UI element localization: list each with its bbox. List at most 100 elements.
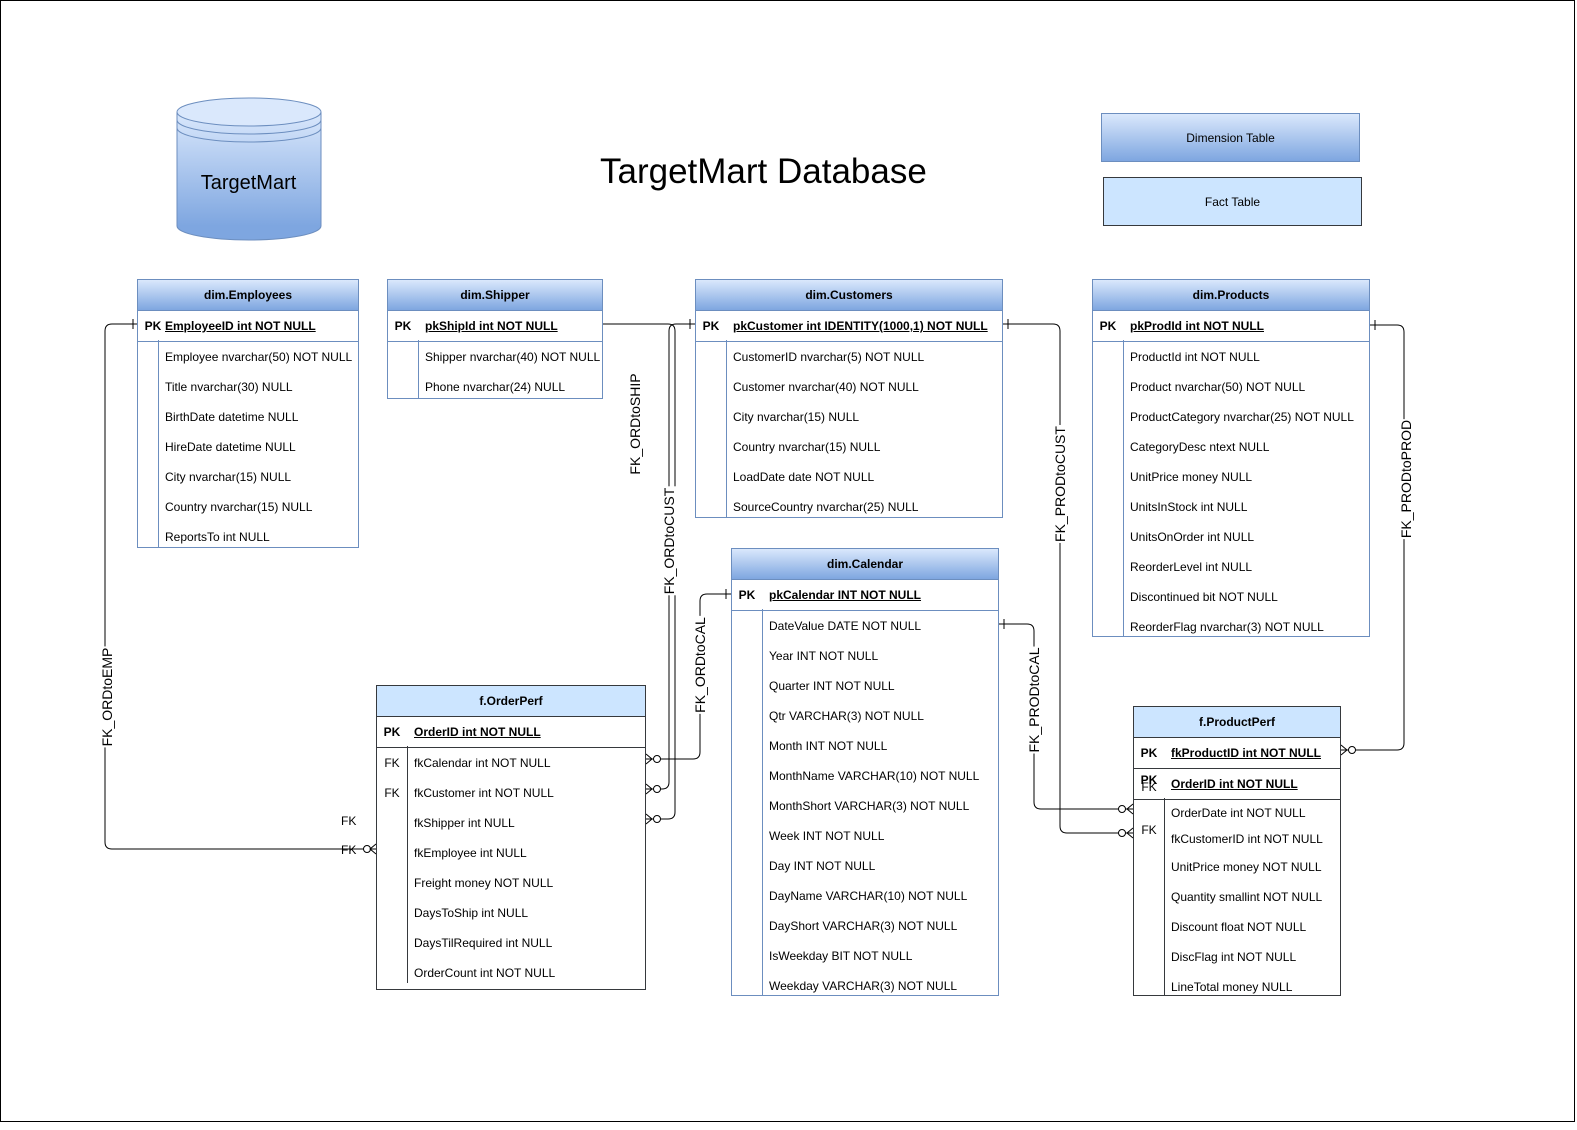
field: Week INT NOT NULL: [769, 829, 885, 843]
field: Country nvarchar(15) NULL: [733, 440, 881, 454]
field-row: Week INT NOT NULL: [732, 821, 998, 851]
outer-fk-label: FK: [341, 814, 357, 828]
table-dim-shipper[interactable]: dim.Shipper PK pkShipId int NOT NULL Shi…: [387, 279, 603, 399]
table-dim-calendar[interactable]: dim.Calendar PK pkCalendar INT NOT NULL …: [731, 548, 999, 996]
rel-label-prod-to-cal: FK_PRODtoCAL: [1026, 646, 1042, 754]
pk-field: pkCustomer int IDENTITY(1000,1) NOT NULL: [733, 319, 988, 333]
field: MonthName VARCHAR(10) NOT NULL: [769, 769, 980, 783]
field: UnitPrice money NOT NULL: [1171, 860, 1322, 874]
field: Title nvarchar(30) NULL: [165, 380, 293, 394]
field: MonthShort VARCHAR(3) NOT NULL: [769, 799, 970, 813]
field: City nvarchar(15) NULL: [165, 470, 292, 484]
field: Phone nvarchar(24) NULL: [425, 380, 566, 394]
field-row: LineTotal money NULL: [1134, 972, 1340, 1002]
field-row: fkEmployee int NULL: [377, 838, 645, 868]
field-row: Employee nvarchar(50) NOT NULL: [138, 342, 358, 372]
field: Customer nvarchar(40) NOT NULL: [733, 380, 919, 394]
line-prod-to-cust: [1003, 323, 1133, 834]
key-column-divider: [762, 609, 763, 995]
field: CustomerID nvarchar(5) NOT NULL: [733, 350, 925, 364]
field-row: Discontinued bit NOT NULL: [1093, 582, 1369, 612]
field-row: Title nvarchar(30) NULL: [138, 372, 358, 402]
field-row: OrderDate int NOT NULL: [1134, 800, 1340, 826]
field-row: Shipper nvarchar(40) NOT NULL: [388, 342, 602, 372]
key-column-divider: [418, 340, 419, 398]
field: HireDate datetime NULL: [165, 440, 296, 454]
field: DateValue DATE NOT NULL: [769, 619, 922, 633]
field-row: CustomerID nvarchar(5) NOT NULL: [696, 342, 1002, 372]
field: CategoryDesc ntext NULL: [1130, 440, 1270, 454]
pk-label: PK: [1099, 319, 1117, 333]
field-row: Day INT NOT NULL: [732, 851, 998, 881]
field-row: ProductCategory nvarchar(25) NOT NULL: [1093, 402, 1369, 432]
field: Quarter INT NOT NULL: [769, 679, 895, 693]
field: SourceCountry nvarchar(25) NULL: [733, 500, 919, 514]
field-row: Phone nvarchar(24) NULL: [388, 372, 602, 402]
field: fkCustomer int NOT NULL: [414, 786, 554, 800]
pk-row: PK fkProductID int NOT NULL: [1134, 738, 1340, 769]
field: DiscFlag int NOT NULL: [1171, 950, 1297, 964]
field: LoadDate date NOT NULL: [733, 470, 875, 484]
table-dim-customers[interactable]: dim.Customers PK pkCustomer int IDENTITY…: [695, 279, 1003, 518]
field: ProductCategory nvarchar(25) NOT NULL: [1130, 410, 1354, 424]
field-row: fkShipper int NULL: [377, 808, 645, 838]
pk-row: PK pkProdId int NOT NULL: [1093, 311, 1369, 342]
field: ProductId int NOT NULL: [1130, 350, 1260, 364]
key-column-divider: [726, 340, 727, 517]
field-row: Qtr VARCHAR(3) NOT NULL: [732, 701, 998, 731]
diagram-title: TargetMart Database: [600, 152, 927, 191]
table-header: f.ProductPerf: [1134, 707, 1340, 738]
table-header: dim.Customers: [696, 280, 1002, 311]
key-column-divider: [158, 340, 159, 547]
table-header: f.OrderPerf: [377, 686, 645, 717]
legend-dimension-table: Dimension Table: [1101, 113, 1360, 162]
field: IsWeekday BIT NOT NULL: [769, 949, 913, 963]
pk-label: PK: [1140, 773, 1158, 787]
field-row: Quantity smallint NOT NULL: [1134, 882, 1340, 912]
field-row: Discount float NOT NULL: [1134, 912, 1340, 942]
field: Discontinued bit NOT NULL: [1130, 590, 1278, 604]
field: City nvarchar(15) NULL: [733, 410, 860, 424]
legend-fact-table: Fact Table: [1103, 177, 1362, 226]
field: Product nvarchar(50) NOT NULL: [1130, 380, 1306, 394]
pk-label: PK: [394, 319, 412, 333]
field: UnitPrice money NULL: [1130, 470, 1253, 484]
field: UnitsOnOrder int NULL: [1130, 530, 1255, 544]
table-dim-employees[interactable]: dim.Employees PK EmployeeID int NOT NULL…: [137, 279, 359, 548]
field-row: DateValue DATE NOT NULL: [732, 611, 998, 641]
field-row: LoadDate date NOT NULL: [696, 462, 1002, 492]
pk-label: PK: [702, 319, 720, 333]
pk-field: OrderID int NOT NULL: [1171, 777, 1298, 791]
field-row: BirthDate datetime NULL: [138, 402, 358, 432]
pk-field: pkProdId int NOT NULL: [1130, 319, 1264, 333]
rel-label-ord-to-cal: FK_ORDtoCAL: [692, 616, 708, 714]
field-row: DaysToShip int NULL: [377, 898, 645, 928]
field: Month INT NOT NULL: [769, 739, 888, 753]
field-row: UnitsOnOrder int NULL: [1093, 522, 1369, 552]
field: fkCustomerID int NOT NULL: [1171, 832, 1323, 846]
pk-field: EmployeeID int NOT NULL: [165, 319, 316, 333]
field-row: Year INT NOT NULL: [732, 641, 998, 671]
key-column-divider: [407, 746, 408, 983]
database-label: TargetMart: [200, 172, 297, 194]
field: Freight money NOT NULL: [414, 876, 554, 890]
field: DayShort VARCHAR(3) NOT NULL: [769, 919, 958, 933]
field-row: Product nvarchar(50) NOT NULL: [1093, 372, 1369, 402]
field: BirthDate datetime NULL: [165, 410, 299, 424]
table-dim-products[interactable]: dim.Products PK pkProdId int NOT NULL Pr…: [1092, 279, 1370, 637]
field-row: Weekday VARCHAR(3) NOT NULL: [732, 971, 998, 1001]
pk-field: pkCalendar INT NOT NULL: [769, 588, 922, 602]
field: DaysTilRequired int NULL: [414, 936, 553, 950]
rel-label-prod-to-cust: FK_PRODtoCUST: [1052, 425, 1068, 543]
fk-label: FK: [384, 756, 400, 770]
field-row: Quarter INT NOT NULL: [732, 671, 998, 701]
table-header: dim.Calendar: [732, 549, 998, 580]
field-row: DaysTilRequired int NULL: [377, 928, 645, 958]
table-header: dim.Shipper: [388, 280, 602, 311]
table-f-productperf[interactable]: f.ProductPerf PK fkProductID int NOT NUL…: [1133, 706, 1341, 996]
